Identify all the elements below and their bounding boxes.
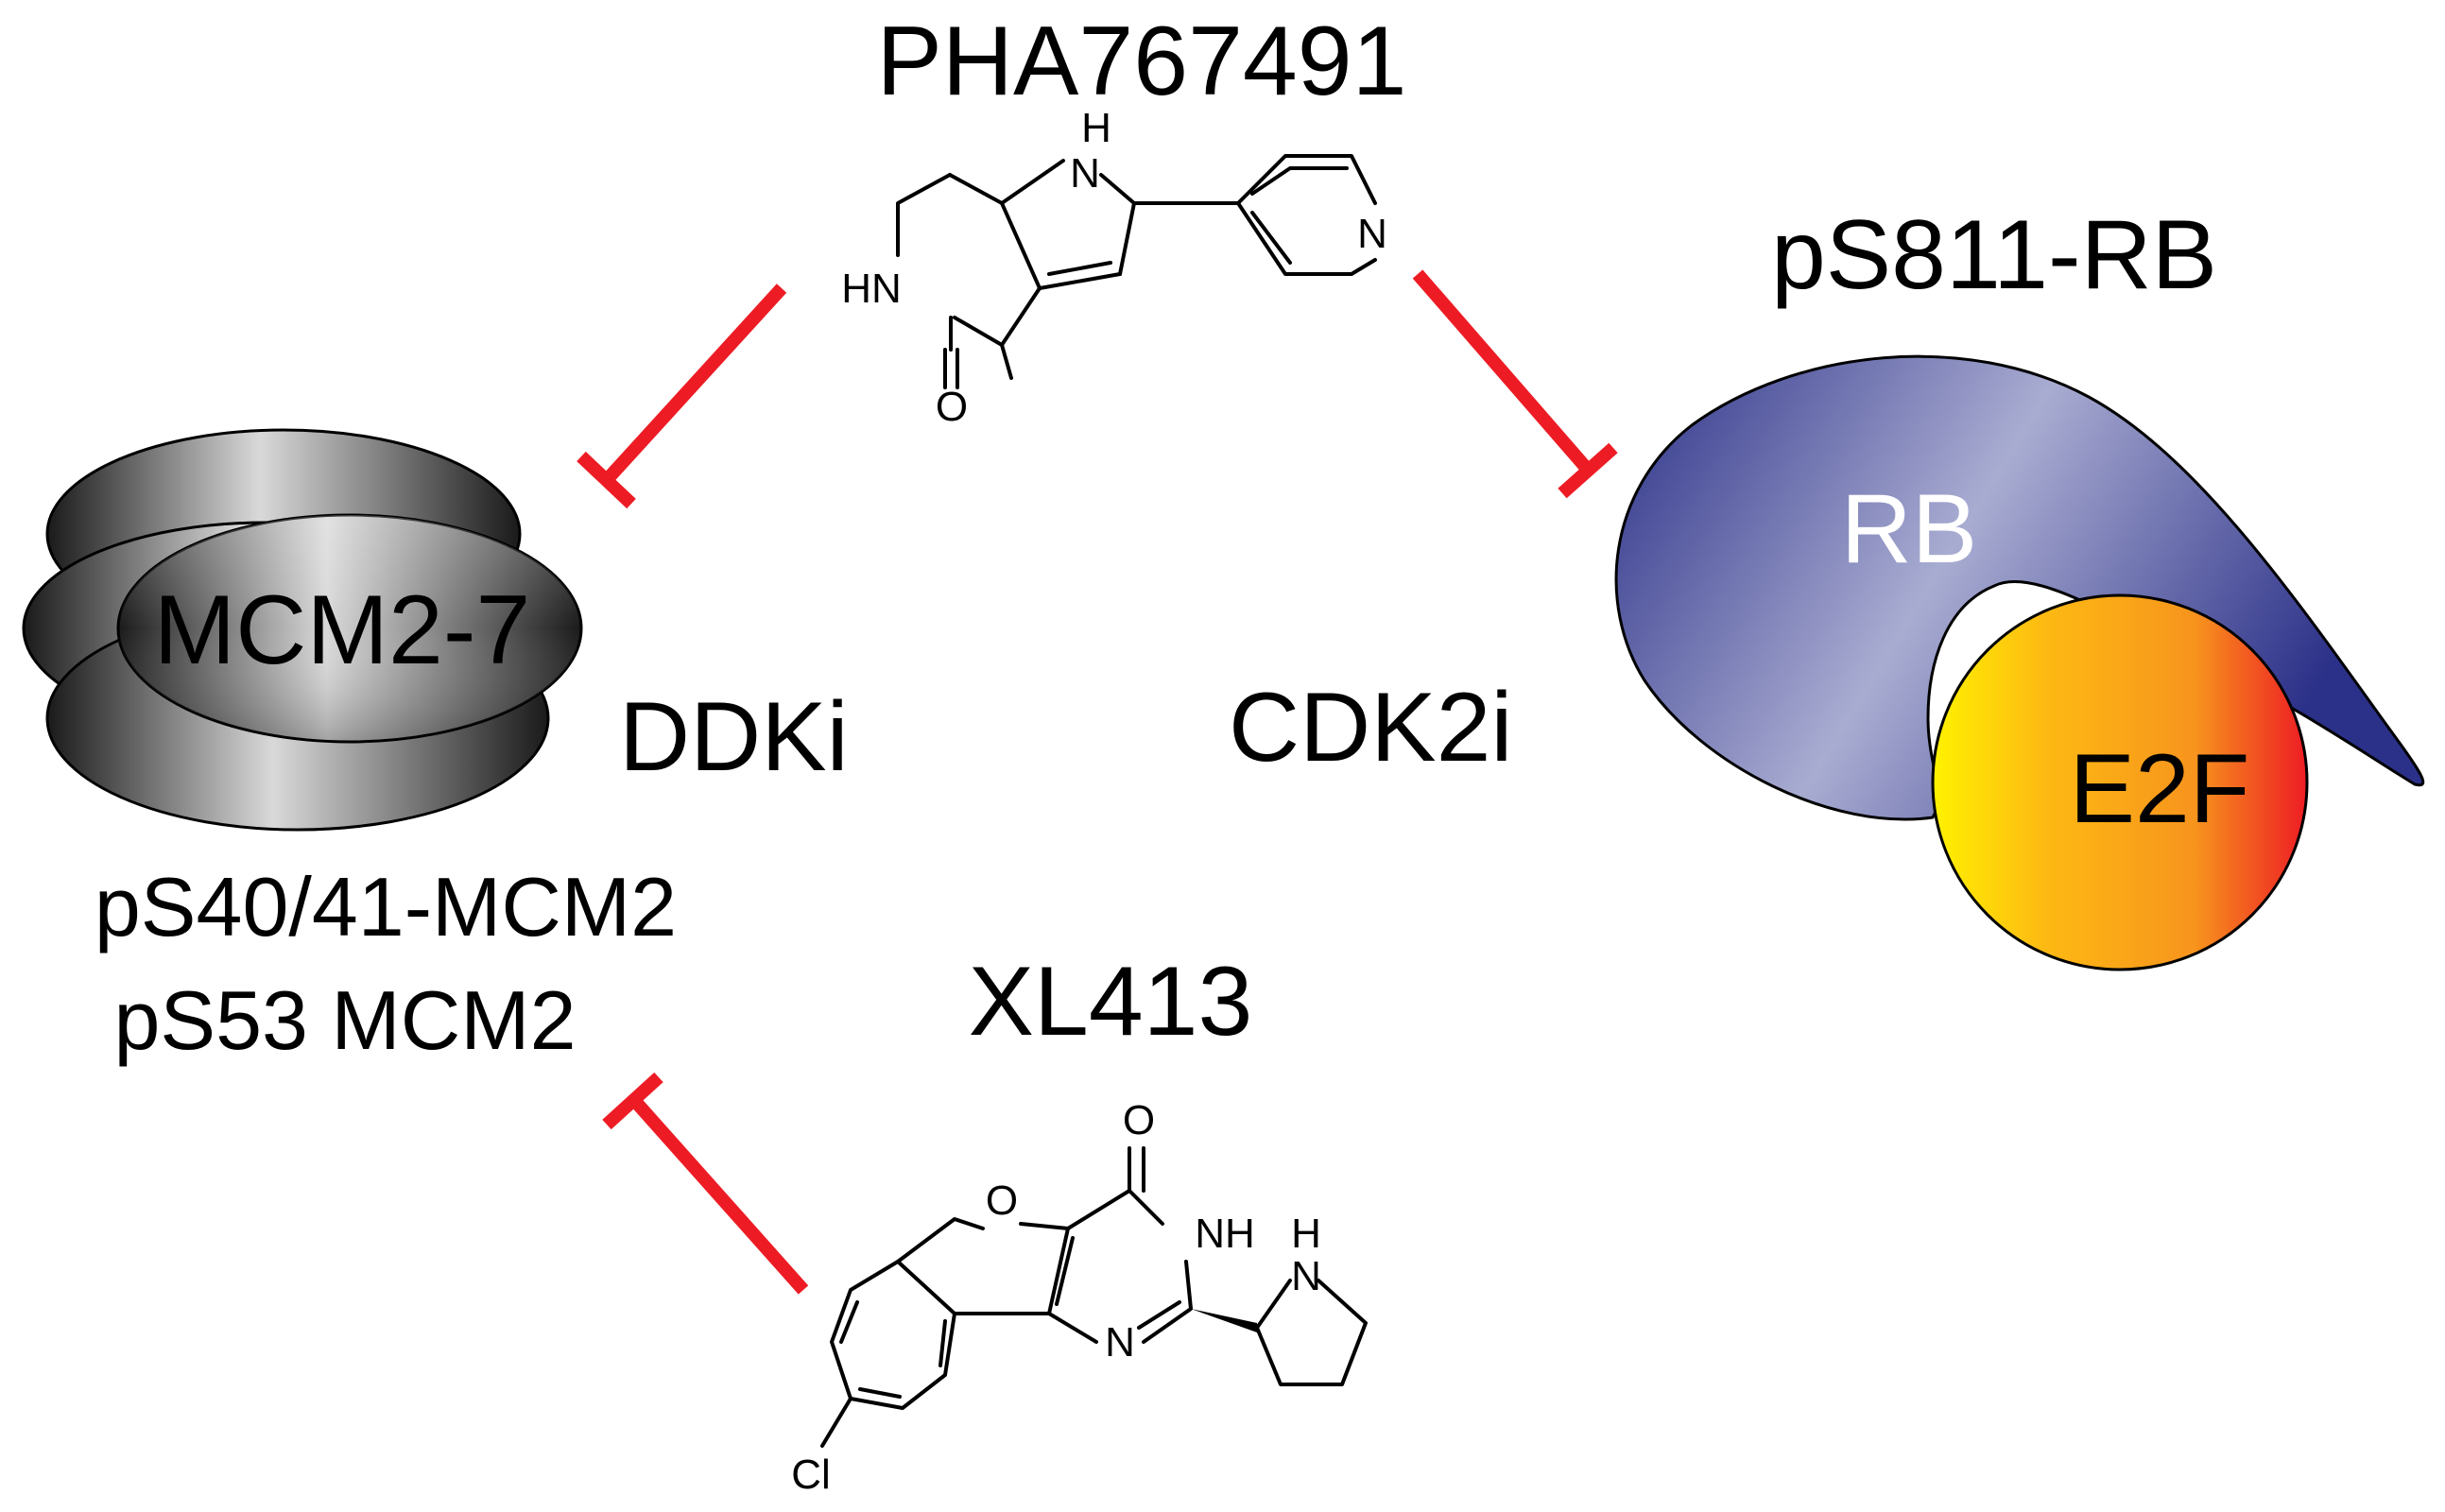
mcm-site-label-1: pS40/41-MCM2 (95, 860, 677, 954)
rb-protein-label: RB (1841, 474, 1977, 584)
pha-atom-n-top: N (1070, 150, 1100, 197)
mcm-complex-label: MCM2-7 (154, 576, 531, 685)
e2f-protein-shape (1931, 593, 2309, 971)
ddk-inhibitor-label: DDKi (619, 682, 849, 792)
inhibition-arrow-xl-to-mcm (602, 1072, 809, 1295)
xl-atom-o-ring: O (986, 1177, 1018, 1224)
pha-atom-h-top: H (1081, 105, 1111, 151)
xl-atom-n-pyrrolidine: N (1291, 1253, 1321, 1299)
pha-atom-n-pyridine: N (1357, 211, 1387, 257)
inhibition-arrow-pha-to-mcm (577, 284, 787, 509)
e2f-protein-label: E2F (2070, 734, 2250, 844)
xl-atom-nh: NH (1195, 1211, 1255, 1257)
pha-compound-name: PHA767491 (877, 7, 1407, 116)
xl-atom-o-carbonyl: O (1123, 1097, 1155, 1143)
cdk2-inhibitor-label: CDK2i (1229, 673, 1513, 782)
mcm2-7-complex: MCM2-7 (22, 428, 583, 832)
mcm-site-label-2: pS53 MCM2 (113, 973, 576, 1067)
rb-e2f-complex: RB E2F (1614, 354, 2425, 971)
mcm-ring-shade (118, 515, 581, 742)
xl-atom-h-pyrrolidine: H (1291, 1211, 1321, 1257)
xl-compound-name: XL413 (969, 947, 1253, 1057)
pha-atom-o: O (936, 384, 968, 430)
rb-site-label: pS811-RB (1771, 200, 2217, 310)
pha-structure: H N HN O N (841, 105, 1387, 430)
rb-protein-shape (1614, 354, 2425, 821)
pha-atom-hn: HN (841, 266, 902, 312)
xl-structure: O O NH N H N Cl (791, 1097, 1368, 1498)
inhibition-arrow-pha-to-rb (1412, 269, 1618, 499)
xl-atom-n-ring: N (1105, 1319, 1135, 1366)
xl-atom-cl: Cl (791, 1452, 831, 1498)
